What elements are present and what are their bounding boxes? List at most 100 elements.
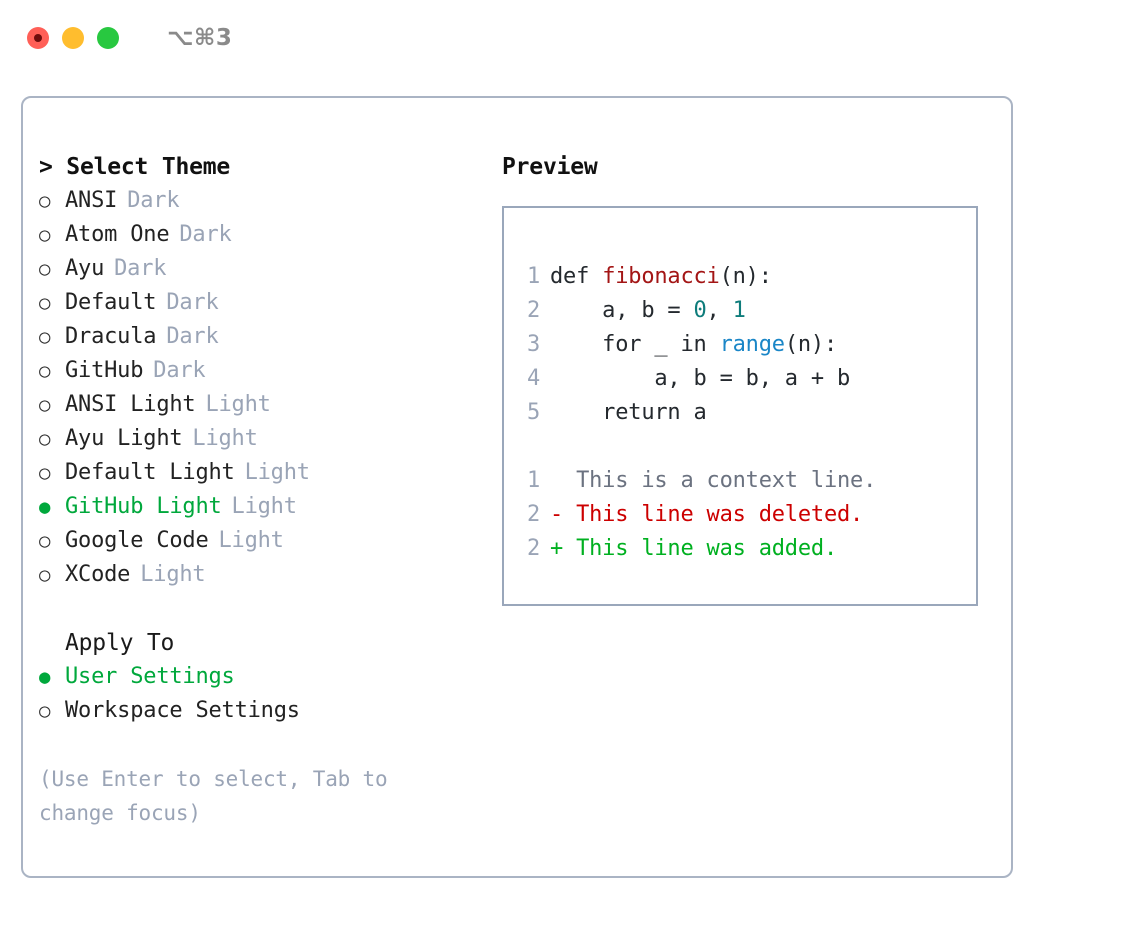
code-token: + This line was added. <box>550 536 837 561</box>
theme-option-label: GitHub <box>65 358 144 383</box>
theme-option-github-light[interactable]: ● GitHub Light Light <box>39 490 489 524</box>
code-line-content: a, b = 0, 1 <box>550 294 746 328</box>
code-line: 3 for _ in range(n): <box>504 328 976 362</box>
line-number: 3 <box>526 332 540 357</box>
radio-unselected-icon[interactable]: ○ <box>39 564 51 586</box>
line-number: 2 <box>526 502 540 527</box>
radio-unselected-icon[interactable]: ○ <box>39 360 51 382</box>
theme-variant-tag: Light <box>244 460 310 485</box>
code-line: 1 def fibonacci(n): <box>504 260 976 294</box>
radio-unselected-icon[interactable]: ○ <box>39 428 51 450</box>
radio-unselected-icon[interactable]: ○ <box>39 258 51 280</box>
radio-unselected-icon[interactable]: ○ <box>39 394 51 416</box>
radio-unselected-icon[interactable]: ○ <box>39 530 51 552</box>
code-token: return a <box>550 400 707 425</box>
code-token: a, b = b, a + b <box>550 366 851 391</box>
theme-variant-tag: Dark <box>179 222 232 247</box>
code-token: fibonacci <box>602 264 720 289</box>
theme-variant-tag: Dark <box>127 188 180 213</box>
theme-option-github[interactable]: ○ GitHub Dark <box>39 354 489 388</box>
apply-to-option-label: Workspace Settings <box>65 698 300 723</box>
theme-option-label: ANSI Light <box>65 392 196 417</box>
window-title: ⌥⌘3 <box>167 25 233 51</box>
theme-option-label: Atom One <box>65 222 170 247</box>
code-diff-gap <box>504 430 976 464</box>
code-line: 4 a, b = b, a + b <box>504 362 976 396</box>
radio-unselected-icon[interactable]: ○ <box>39 462 51 484</box>
keyboard-hint-text: (Use Enter to select, Tab to change focu… <box>39 767 388 825</box>
theme-option-label: Google Code <box>65 528 209 553</box>
diff-line-content: This is a context line. <box>550 464 876 498</box>
code-token: range <box>719 332 785 357</box>
apply-to-option-label: User Settings <box>65 664 235 689</box>
code-token: 1 <box>732 298 746 323</box>
diff-line: 2 + This line was added. <box>504 532 976 566</box>
theme-option-atom-one[interactable]: ○ Atom One Dark <box>39 218 489 252</box>
theme-variant-tag: Light <box>192 426 258 451</box>
apply-to-option-list: ● User Settings ○ Workspace Settings <box>39 660 489 728</box>
code-token: (n): <box>719 264 772 289</box>
code-line-content: a, b = b, a + b <box>550 362 850 396</box>
radio-selected-icon[interactable]: ● <box>39 666 51 688</box>
code-token: - This line was deleted. <box>550 502 864 527</box>
diff-line-content: + This line was added. <box>550 532 837 566</box>
radio-unselected-icon[interactable]: ○ <box>39 190 51 212</box>
select-theme-header: > Select Theme <box>39 154 231 180</box>
radio-unselected-icon[interactable]: ○ <box>39 700 51 722</box>
theme-variant-tag: Dark <box>153 358 206 383</box>
line-number: 1 <box>526 468 540 493</box>
apply-to-header: Apply To <box>65 630 175 656</box>
radio-unselected-icon[interactable]: ○ <box>39 326 51 348</box>
code-token: (n): <box>784 332 838 357</box>
theme-variant-tag: Light <box>140 562 206 587</box>
theme-option-label: Dracula <box>65 324 157 349</box>
minimize-button[interactable] <box>62 27 84 49</box>
line-number: 2 <box>526 536 540 561</box>
preview-title: Preview <box>502 154 598 180</box>
apply-to-option-user-settings[interactable]: ● User Settings <box>39 660 489 694</box>
code-token: , <box>706 298 733 323</box>
diff-line: 2 - This line was deleted. <box>504 498 976 532</box>
code-line-content: def fibonacci(n): <box>550 260 772 294</box>
apply-to-header-row: Apply To <box>39 626 489 660</box>
code-line: 2 a, b = 0, 1 <box>504 294 976 328</box>
theme-option-label: XCode <box>65 562 131 587</box>
theme-option-google-code[interactable]: ○ Google Code Light <box>39 524 489 558</box>
theme-variant-tag: Light <box>231 494 297 519</box>
apply-to-option-workspace-settings[interactable]: ○ Workspace Settings <box>39 694 489 728</box>
diff-line-content: - This line was deleted. <box>550 498 863 532</box>
theme-option-label: Default <box>65 290 157 315</box>
code-token: a, b = <box>550 298 694 323</box>
code-token: for _ in <box>550 332 720 357</box>
theme-option-label: GitHub Light <box>65 494 222 519</box>
theme-option-default-light[interactable]: ○ Default Light Light <box>39 456 489 490</box>
theme-option-xcode[interactable]: ○ XCode Light <box>39 558 489 592</box>
line-number: 1 <box>526 264 540 289</box>
theme-option-default[interactable]: ○ Default Dark <box>39 286 489 320</box>
theme-variant-tag: Dark <box>166 290 219 315</box>
theme-variant-tag: Light <box>218 528 284 553</box>
diff-line: 1 This is a context line. <box>504 464 976 498</box>
line-number: 4 <box>526 366 540 391</box>
close-button[interactable] <box>27 27 49 49</box>
radio-unselected-icon[interactable]: ○ <box>39 292 51 314</box>
theme-option-label: Default Light <box>65 460 235 485</box>
code-line-content: for _ in range(n): <box>550 328 837 362</box>
diff-sample: 1 This is a context line. 2 - This line wa… <box>504 464 976 566</box>
zoom-button[interactable] <box>97 27 119 49</box>
code-token: This is a context line. <box>550 468 877 493</box>
radio-selected-icon[interactable]: ● <box>39 496 51 518</box>
radio-unselected-icon[interactable]: ○ <box>39 224 51 246</box>
